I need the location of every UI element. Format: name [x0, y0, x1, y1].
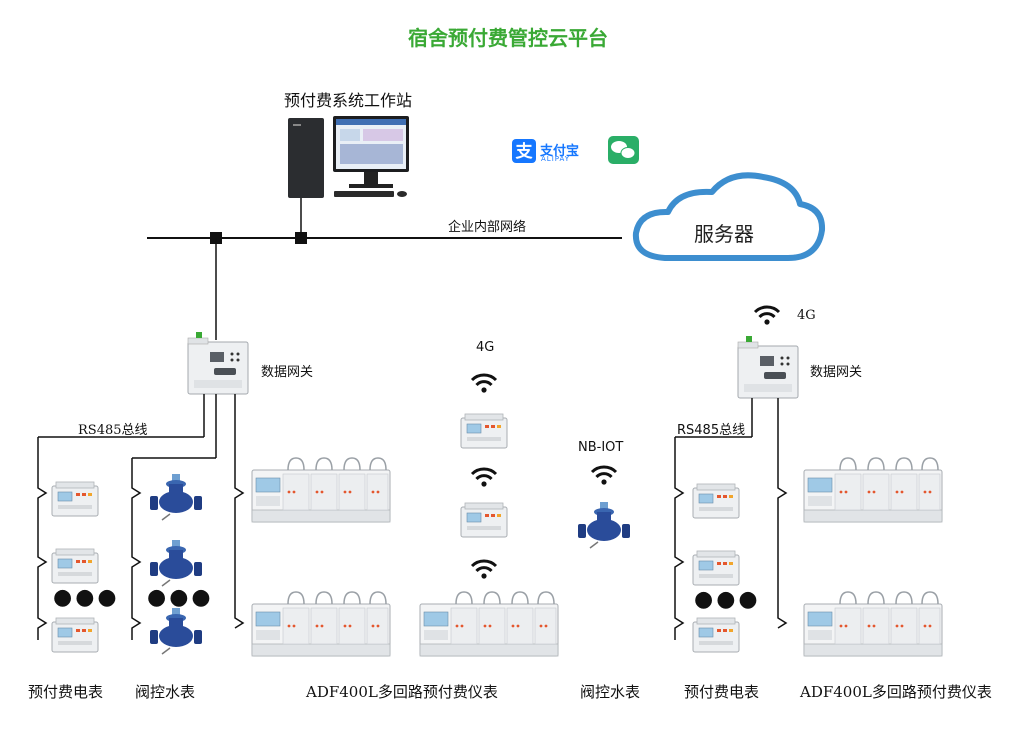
right-gateway-label: 数据网关 [810, 365, 863, 380]
valve-water-meter [577, 501, 631, 549]
right-adf-bus-zigzag [777, 485, 788, 629]
alipay-icon-glyph: 支 [516, 141, 534, 162]
label-adf-left: ADF400L多回路预付费仪表 [306, 683, 498, 701]
workstation-label: 预付费系统工作站 [284, 91, 413, 110]
wechat-icon [608, 136, 639, 164]
prepaid-meter [51, 617, 99, 653]
prepaid-meter [692, 550, 740, 586]
server-label: 服务器 [694, 222, 754, 246]
page-title: 宿舍预付费管控云平台 [408, 26, 608, 50]
nbiot-label: NB-IOT [578, 440, 624, 455]
left-water-bus-zigzag [131, 458, 142, 640]
label-prepaid-meter-left: 预付费电表 [28, 683, 104, 701]
prepaid-meter [692, 483, 740, 519]
wifi-icon [470, 373, 498, 395]
middle-4g-label: 4G [476, 340, 495, 355]
valve-water-meter [149, 539, 203, 587]
network-label: 企业内部网络 [448, 220, 527, 235]
right-rs485-bus-zigzag [674, 437, 685, 640]
prepaid-meter [460, 413, 508, 449]
valve-water-meter [149, 473, 203, 521]
right-meter-ellipsis: ●●● [694, 587, 761, 612]
label-adf-right: ADF400L多回路预付费仪表 [800, 683, 992, 701]
adf400l-meter [419, 591, 559, 657]
label-valve-water-left: 阀控水表 [135, 683, 196, 701]
prepaid-meter [51, 548, 99, 584]
left-meter-ellipsis: ●●● [53, 585, 120, 610]
left-rs485-bus-zigzag [37, 437, 48, 640]
left-adf-bus-zigzag [234, 485, 245, 629]
label-prepaid-meter-right: 预付费电表 [684, 683, 760, 701]
adf400l-meter [803, 591, 943, 657]
prepaid-meter [51, 481, 99, 517]
workstation-computer [288, 116, 409, 198]
cloud-shape [632, 172, 826, 261]
adf400l-meter [803, 457, 943, 523]
valve-water-meter [149, 607, 203, 655]
adf400l-meter [251, 457, 391, 523]
wifi-icon [470, 467, 498, 489]
right-data-gateway [737, 335, 799, 399]
left-data-gateway [187, 331, 249, 395]
adf400l-meter [251, 591, 391, 657]
left-rs485-label: RS485总线 [78, 423, 148, 438]
right-rs485-label: RS485总线 [677, 423, 746, 438]
left-gateway-label: 数据网关 [261, 365, 314, 380]
left-valve-ellipsis: ●●● [147, 585, 214, 610]
alipay-brand-cn: 支付宝 [540, 144, 580, 159]
alipay-icon [512, 139, 536, 163]
wifi-icon [470, 559, 498, 581]
right-4g-label: 4G [797, 308, 816, 323]
wifi-icon [590, 465, 618, 487]
alipay-brand-en: ALIPAY [541, 155, 571, 163]
prepaid-meter [692, 617, 740, 653]
label-valve-water-mid: 阀控水表 [580, 683, 641, 701]
prepaid-meter [460, 502, 508, 538]
wifi-icon [753, 305, 781, 327]
